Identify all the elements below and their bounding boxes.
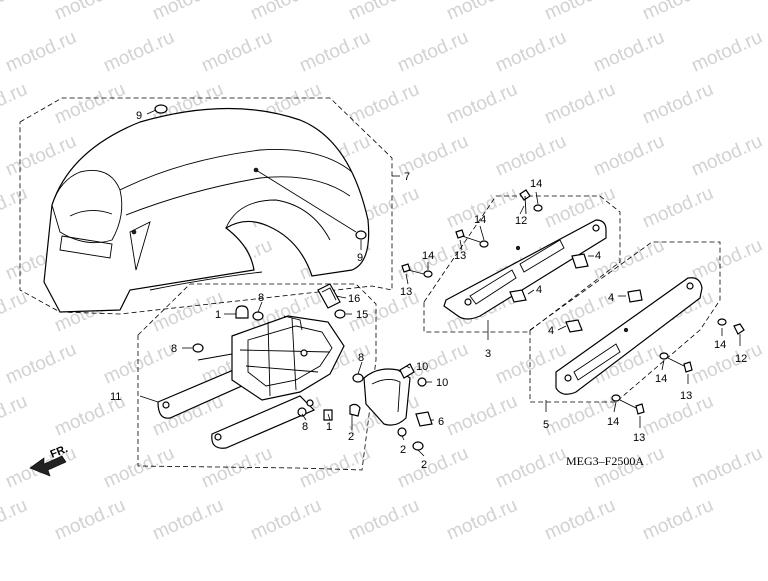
watermark-text: motod.ru xyxy=(198,27,275,77)
callout-14: 14 xyxy=(714,339,726,351)
callout-9: 9 xyxy=(136,110,142,122)
callout-5: 5 xyxy=(543,419,549,431)
callout-1: 1 xyxy=(215,309,221,321)
watermark-text: motod.ru xyxy=(247,0,324,25)
callout-13: 13 xyxy=(400,286,412,298)
watermark-text: motod.ru xyxy=(541,79,618,129)
watermark-text: motod.ru xyxy=(2,27,79,77)
callout-15: 15 xyxy=(356,309,368,321)
callout-14: 14 xyxy=(422,250,434,262)
callout-4: 4 xyxy=(595,250,601,262)
watermark-text: motod.ru xyxy=(0,79,31,129)
watermark-text: motod.ru xyxy=(590,131,667,181)
callout-13: 13 xyxy=(633,432,645,444)
watermark-text: motod.ru xyxy=(51,495,128,545)
rear-fender xyxy=(43,104,400,313)
watermark-text: motod.ru xyxy=(0,391,31,441)
callout-9: 9 xyxy=(357,252,363,264)
callouts: 9 9 7 16 15 8 1 8 8 10 10 11 8 1 2 6 2 2… xyxy=(110,110,747,471)
rear-frame xyxy=(139,301,434,457)
watermark-text: motod.ru xyxy=(0,287,31,337)
watermark-text: motod.ru xyxy=(51,0,128,25)
callout-8: 8 xyxy=(171,343,177,355)
callout-2: 2 xyxy=(421,459,427,471)
callout-4: 4 xyxy=(608,292,614,304)
callout-13: 13 xyxy=(680,390,692,402)
watermark-text: motod.ru xyxy=(296,27,373,77)
watermark-text: motod.ru xyxy=(492,27,569,77)
watermark-text: motod.ru xyxy=(541,183,618,233)
watermark-text: motod.ru xyxy=(0,495,31,545)
watermark-text: motod.ru xyxy=(345,0,422,25)
watermark-text: motod.ru xyxy=(0,183,31,233)
watermark-text: motod.ru xyxy=(443,79,520,129)
callout-10: 10 xyxy=(436,377,448,389)
callout-16: 16 xyxy=(348,293,360,305)
callout-6: 6 xyxy=(438,416,444,428)
callout-2: 2 xyxy=(400,444,406,456)
watermark-text: motod.ru xyxy=(541,495,618,545)
watermark-text: motod.ru xyxy=(0,0,31,25)
callout-8: 8 xyxy=(302,421,308,433)
watermark-text: motod.ru xyxy=(492,443,569,493)
watermark-text: motod.ru xyxy=(51,79,128,129)
watermark-text: motod.ru xyxy=(100,443,177,493)
watermark-text: motod.ru xyxy=(639,0,716,25)
watermark-text: motod.ru xyxy=(443,495,520,545)
watermark-text: motod.ru xyxy=(639,183,716,233)
bracket-3-outline xyxy=(423,195,621,333)
callout-4: 4 xyxy=(548,325,554,337)
bracket-16-and-nut-15 xyxy=(317,283,352,319)
callout-8: 8 xyxy=(258,292,264,304)
callout-8: 8 xyxy=(358,352,364,364)
watermark-text: motod.ru xyxy=(345,495,422,545)
watermark-text: motod.ru xyxy=(247,495,324,545)
watermark-text: motod.ru xyxy=(296,443,373,493)
watermark-text: motod.ru xyxy=(541,0,618,25)
side-bracket-5 xyxy=(545,277,745,428)
callout-13: 13 xyxy=(454,250,466,262)
watermark-text: motod.ru xyxy=(639,79,716,129)
callout-10: 10 xyxy=(416,361,428,373)
diagram-code: MEG3–F2500A xyxy=(566,454,644,468)
watermark-text: motod.ru xyxy=(100,339,177,389)
callout-3: 3 xyxy=(485,348,491,360)
callout-14: 14 xyxy=(530,178,542,190)
callout-4: 4 xyxy=(536,284,542,296)
callout-14: 14 xyxy=(655,373,667,385)
watermark-text: motod.ru xyxy=(149,495,226,545)
callout-1: 1 xyxy=(326,421,332,433)
watermark-text: motod.ru xyxy=(394,27,471,77)
watermark-text: motod.ru xyxy=(688,339,765,389)
watermark-text: motod.ru xyxy=(100,27,177,77)
callout-12: 12 xyxy=(735,353,747,365)
watermark-text: motod.ru xyxy=(345,79,422,129)
callout-14: 14 xyxy=(474,214,486,226)
frame-group-outline xyxy=(137,283,377,471)
callout-12: 12 xyxy=(515,215,527,227)
watermark-text: motod.ru xyxy=(639,391,716,441)
watermark-text: motod.ru xyxy=(688,443,765,493)
side-bracket-3 xyxy=(401,189,607,340)
watermark-text: motod.ru xyxy=(688,235,765,285)
watermark-text: motod.ru xyxy=(443,391,520,441)
watermark-text: motod.ru xyxy=(639,495,716,545)
watermark-text: motod.ru xyxy=(2,339,79,389)
bracket-5-outline xyxy=(529,241,721,403)
callout-14: 14 xyxy=(607,416,619,428)
watermark-text: motod.ru xyxy=(492,131,569,181)
watermark-text: motod.ru xyxy=(590,27,667,77)
fender-group-outline xyxy=(19,97,393,315)
watermark-text: motod.ru xyxy=(688,131,765,181)
callout-11: 11 xyxy=(110,391,121,403)
watermark-text: motod.ru xyxy=(443,0,520,25)
watermark-text: motod.ru xyxy=(149,0,226,25)
callout-7: 7 xyxy=(404,171,410,183)
callout-2: 2 xyxy=(348,431,354,443)
watermark-text: motod.ru xyxy=(688,27,765,77)
